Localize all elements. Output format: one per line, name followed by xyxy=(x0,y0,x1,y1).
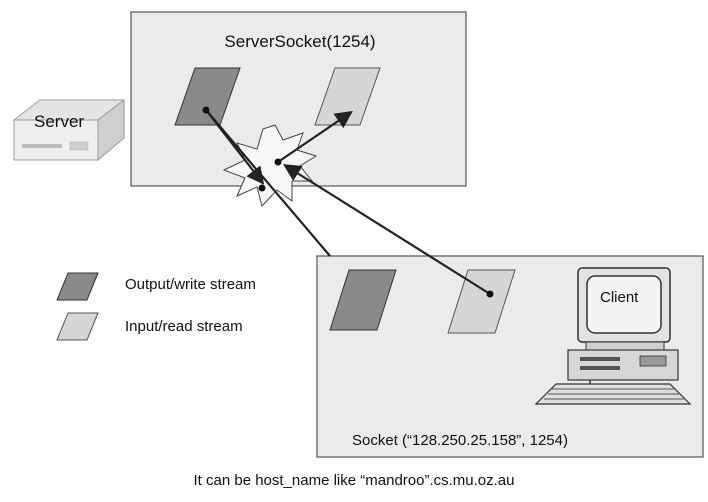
connection-starburst xyxy=(222,124,318,208)
client-computer-icon xyxy=(534,267,692,405)
server-output-arrow xyxy=(205,109,265,185)
server-socket-title: ServerSocket(1254) xyxy=(224,32,376,51)
client-input-dot xyxy=(486,290,494,298)
server-label: Server xyxy=(34,112,85,131)
junction-dot-1 xyxy=(274,158,282,166)
client-socket-label: Socket (“128.250.25.158”, 1254) xyxy=(352,432,568,449)
client-output-stream xyxy=(329,269,397,331)
server-input-arrow xyxy=(277,111,353,163)
server-machine-icon xyxy=(12,98,126,162)
server-output-line xyxy=(205,109,331,257)
junction-dot-2 xyxy=(258,184,266,192)
server-input-stream xyxy=(314,67,381,126)
host-name-caption: It can be host_name like “mandroo”.cs.mu… xyxy=(193,472,515,489)
legend-input-label: Input/read stream xyxy=(125,318,243,335)
legend-output-swatch xyxy=(56,272,99,301)
server-output-dot xyxy=(202,106,210,114)
client-input-stream xyxy=(447,269,516,334)
client-input-arrow xyxy=(283,164,491,295)
client-label: Client xyxy=(600,289,639,306)
legend-output-label: Output/write stream xyxy=(125,276,256,293)
legend-input-swatch xyxy=(56,312,99,341)
